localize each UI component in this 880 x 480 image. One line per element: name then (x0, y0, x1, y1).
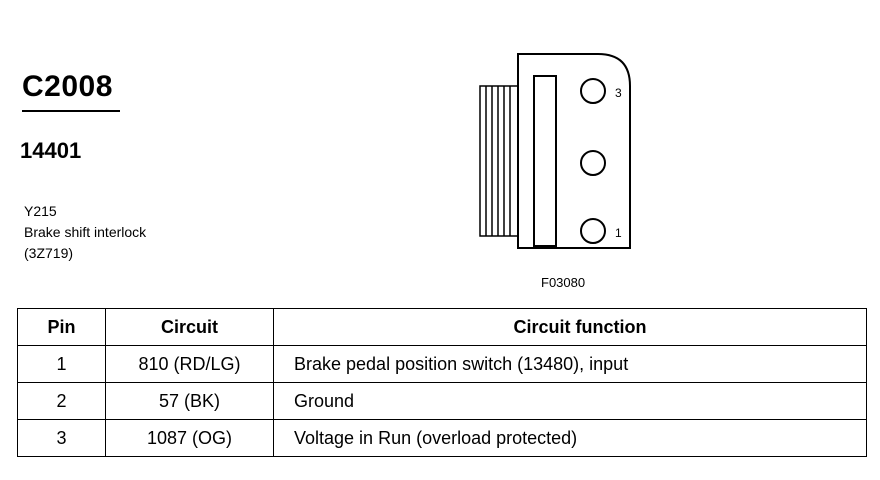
function-cell: Voltage in Run (overload protected) (273, 419, 867, 457)
pin-cell: 1 (17, 345, 106, 383)
table-row: 3 1087 (OG) Voltage in Run (overload pro… (17, 419, 867, 457)
connector-name: Brake shift interlock (24, 224, 147, 240)
pin-cavity-1 (580, 218, 606, 244)
table-row: 1 810 (RD/LG) Brake pedal position switc… (17, 345, 867, 383)
header-circuit-function: Circuit function (273, 308, 867, 346)
table-row: 2 57 (BK) Ground (17, 382, 867, 420)
connector-reference: (3Z719) (24, 245, 74, 261)
connector-latch-ribs (479, 85, 519, 237)
connector-face-diagram: 3 1 (479, 53, 631, 249)
function-cell: Brake pedal position switch (13480), inp… (273, 345, 867, 383)
pin-label-1: 1 (615, 226, 622, 240)
pin-cell: 3 (17, 419, 106, 457)
pin-cell: 2 (17, 382, 106, 420)
circuit-cell: 1087 (OG) (105, 419, 274, 457)
header-circuit: Circuit (105, 308, 274, 346)
function-cell: Ground (273, 382, 867, 420)
pin-cavity-3 (580, 78, 606, 104)
pin-cavity-2 (580, 150, 606, 176)
pin-label-3: 3 (615, 86, 622, 100)
pin-table: Pin Circuit Circuit function 1 810 (RD/L… (17, 308, 867, 457)
circuit-cell: 810 (RD/LG) (105, 345, 274, 383)
connector-id-underline (22, 110, 120, 112)
figure-code: F03080 (541, 275, 586, 290)
part-number: 14401 (20, 138, 82, 163)
terminal-slot (533, 75, 557, 247)
pin-table-header: Pin Circuit Circuit function (17, 308, 867, 346)
header-pin: Pin (17, 308, 106, 346)
connector-code: Y215 (24, 203, 57, 219)
connector-body (517, 53, 631, 249)
circuit-cell: 57 (BK) (105, 382, 274, 420)
connector-id: C2008 (22, 70, 113, 103)
